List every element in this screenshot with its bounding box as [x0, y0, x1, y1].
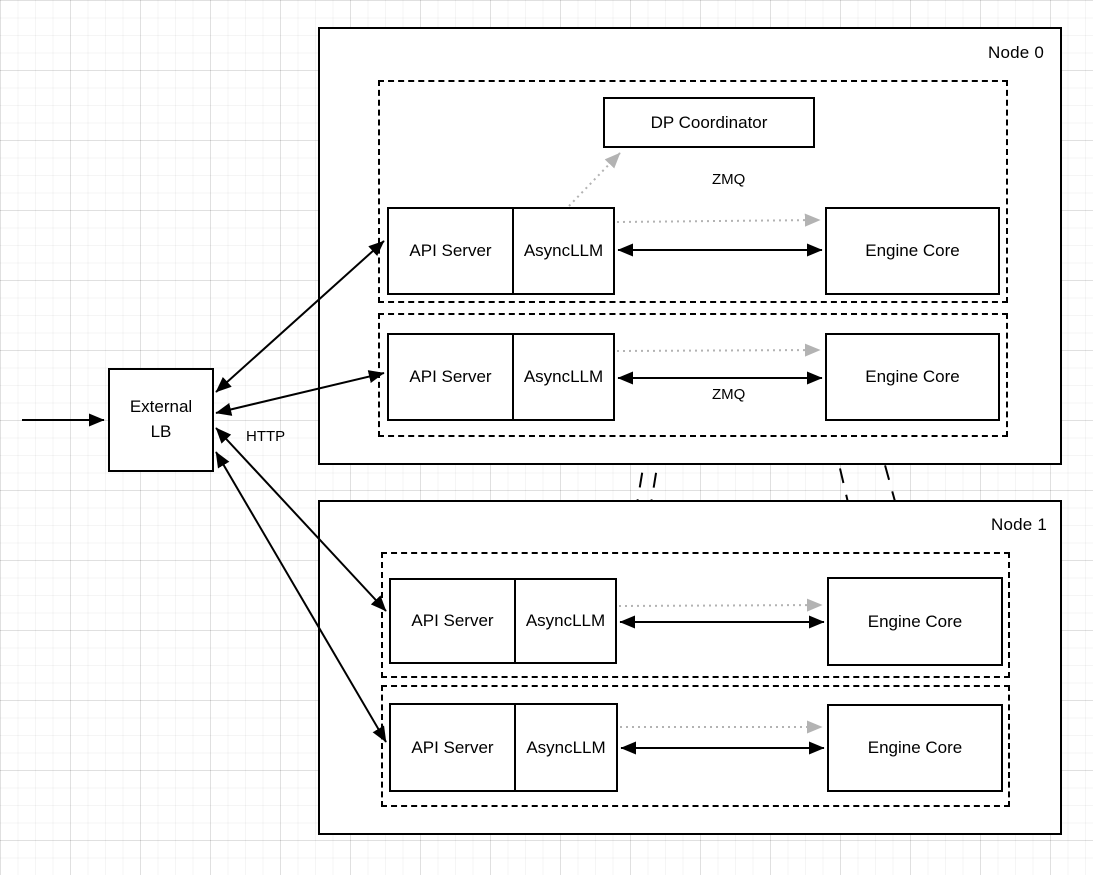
node1-replica-1-api-box: API Server AsyncLLM	[389, 703, 618, 792]
external-lb-box: External LB	[108, 368, 214, 472]
node0-replica-0-engine-core: Engine Core	[825, 207, 1000, 295]
node0-replica-1-engine-core: Engine Core	[825, 333, 1000, 421]
asyncllm-label: AsyncLLM	[523, 367, 604, 386]
asyncllm-label: AsyncLLM	[526, 737, 606, 757]
asyncllm-label: AsyncLLM	[523, 241, 604, 260]
external-lb-label: External LB	[129, 397, 193, 441]
api-server-label: API Server	[389, 335, 514, 419]
node1-replica-1-engine-core: Engine Core	[827, 704, 1003, 792]
asyncllm-label: AsyncLLM	[525, 611, 606, 630]
zmq-coordinator-label: ZMQ	[712, 171, 746, 188]
node0-replica-1-api-box: API Server AsyncLLM	[387, 333, 615, 421]
dp-coordinator-box: DP Coordinator	[603, 97, 815, 148]
zmq-engine-label: ZMQ	[712, 386, 746, 403]
engine-core-label: Engine Core	[865, 241, 960, 260]
node-0-label: Node 0	[987, 43, 1044, 62]
http-label: HTTP	[246, 428, 286, 445]
node1-replica-0-engine-core: Engine Core	[827, 577, 1003, 666]
engine-core-label: Engine Core	[867, 738, 963, 757]
engine-core-label: Engine Core	[867, 611, 963, 631]
node1-replica-0-api-box: API Server AsyncLLM	[389, 578, 617, 664]
node0-replica-0-api-box: API Server AsyncLLM	[387, 207, 615, 295]
api-server-label: API Server	[391, 705, 516, 790]
api-server-label: API Server	[389, 209, 514, 293]
api-server-label: API Server	[391, 580, 516, 662]
engine-core-label: Engine Core	[865, 367, 960, 386]
dp-coordinator-label: DP Coordinator	[650, 112, 768, 132]
node-1-label: Node 1	[990, 515, 1047, 534]
